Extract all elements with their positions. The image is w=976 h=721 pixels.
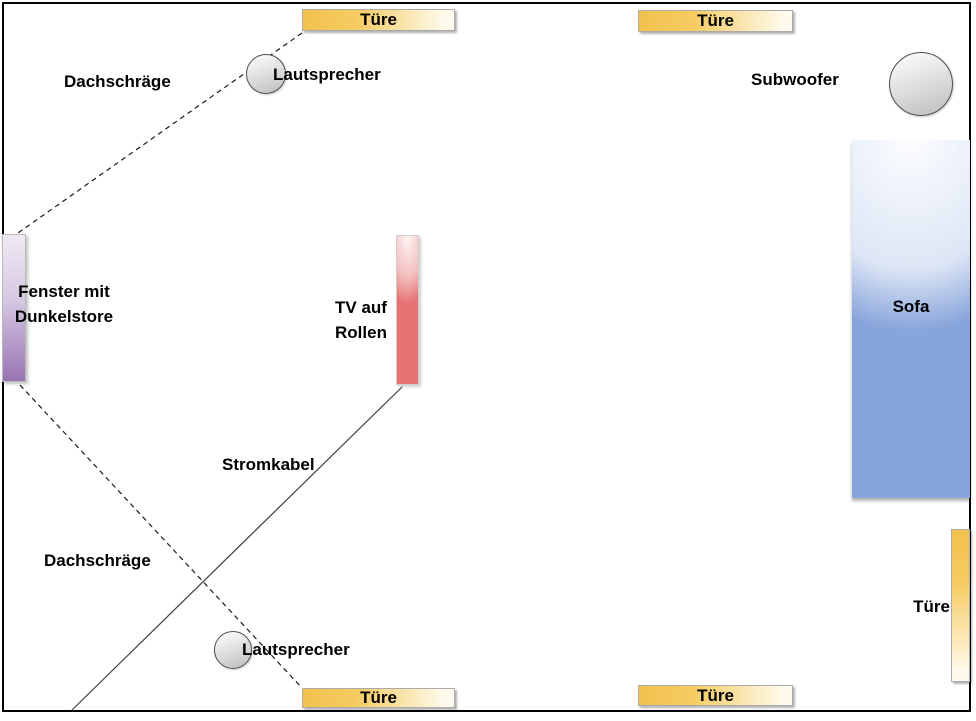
power-cable-label: Stromkabel: [222, 455, 315, 474]
door-top-left-label: Türe: [360, 10, 397, 29]
speaker-top-circle: [246, 54, 286, 94]
door-bottom-left-label: Türe: [360, 688, 397, 707]
tv-label-line2: Rollen: [335, 323, 387, 342]
roof-slope-line-bottom: [19, 384, 303, 689]
sofa-label: Sofa: [892, 297, 930, 316]
door-top-left: Türe: [302, 9, 455, 31]
door-bottom-left: Türe: [302, 688, 455, 708]
speaker-bottom-circle: [214, 631, 252, 669]
subwoofer-circle: [889, 52, 953, 116]
roof-slope-label-bottom: Dachschräge: [44, 551, 151, 570]
speaker-label-top: Lautsprecher: [273, 65, 381, 84]
window-with-blind-shape: [2, 234, 26, 382]
window-label-line2: Dunkelstore: [14, 307, 114, 326]
roof-slope-label-top: Dachschräge: [64, 72, 171, 91]
door-top-right: Türe: [638, 10, 793, 32]
power-cable-line: [71, 386, 403, 711]
window-label: Fenster mit Dunkelstore: [2, 279, 126, 329]
door-top-right-label: Türe: [697, 11, 734, 30]
subwoofer-label: Subwoofer: [751, 70, 839, 89]
door-bottom-right: Türe: [638, 685, 793, 706]
door-right-side-label: Türe: [913, 597, 950, 616]
window-label-line1: Fenster mit: [18, 282, 110, 301]
speaker-label-bottom: Lautsprecher: [242, 640, 350, 659]
tv-on-wheels-shape: [396, 235, 419, 385]
door-bottom-right-label: Türe: [697, 685, 734, 705]
sofa-shape: [852, 140, 970, 498]
tv-label-line1: TV auf: [335, 298, 387, 317]
tv-label: TV auf Rollen: [328, 295, 394, 345]
door-right-side: [951, 529, 970, 682]
